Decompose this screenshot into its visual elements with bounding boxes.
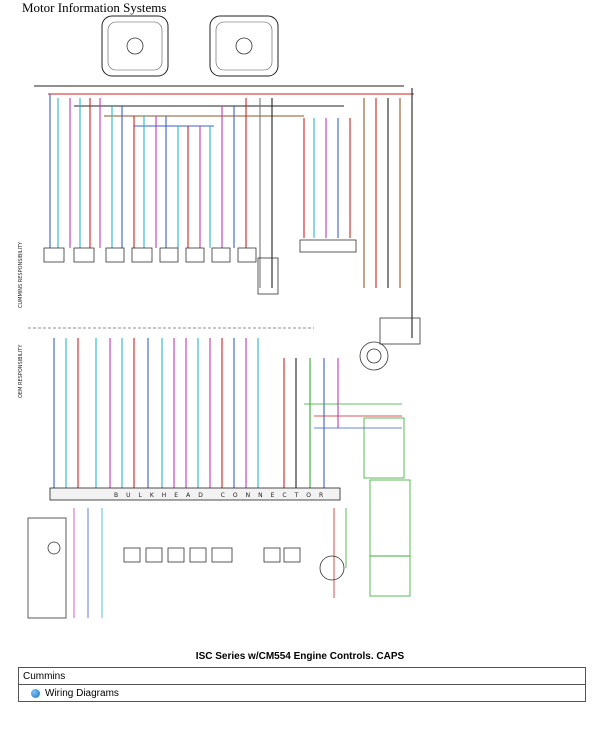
sensor-row	[43, 239, 421, 371]
footer-nav: Cummins Wiring Diagrams	[18, 667, 586, 702]
oem-connector	[209, 15, 279, 77]
lower-wires	[53, 338, 339, 488]
page-header: Motor Information Systems	[22, 0, 167, 15]
footer-link-row: Wiring Diagrams	[19, 685, 585, 701]
upper-wires	[49, 88, 413, 338]
footer-category-label: Cummins	[23, 670, 66, 682]
cummins-responsibility-label: CUMMINS RESPONSIBILITY	[18, 241, 24, 308]
top-harness	[34, 85, 414, 127]
wiring-diagrams-link[interactable]: Wiring Diagrams	[23, 688, 119, 699]
footer-category: Cummins	[19, 668, 585, 685]
engine-connector	[101, 15, 169, 77]
bulkhead-connector: BULKHEAD CONNECTOR	[49, 487, 341, 501]
lower-components	[27, 508, 301, 619]
globe-bullet-icon	[31, 688, 40, 698]
wiring-diagram: CUMMINS RESPONSIBILITY OEM RESPONSIBILIT…	[18, 15, 421, 619]
diagram-caption: ISC Series w/CM554 Engine Controls. CAPS	[195, 651, 405, 662]
svg-text:BULKHEAD CONNECTOR: BULKHEAD CONNECTOR	[114, 492, 331, 499]
wiring-diagrams-link-label: Wiring Diagrams	[45, 687, 119, 699]
right-components	[304, 403, 411, 598]
oem-responsibility-label: OEM RESPONSIBILITY	[18, 344, 24, 398]
